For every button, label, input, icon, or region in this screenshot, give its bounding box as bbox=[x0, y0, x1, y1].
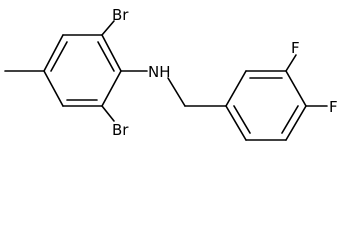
bond-ring1-d bbox=[43, 70, 64, 107]
bond-ring2-c bbox=[285, 70, 307, 107]
bonds bbox=[4, 20, 328, 141]
bond-nh-ch2 bbox=[167, 77, 186, 107]
bond-br-top bbox=[101, 20, 115, 36]
bond-ring2-a bbox=[225, 70, 247, 107]
bond-ring2-f bbox=[225, 105, 247, 141]
molecule-structure: Br Br NH F F bbox=[4, 6, 338, 141]
bond-ring2-double-3 bbox=[233, 105, 251, 134]
bond-ring2-d bbox=[285, 105, 307, 141]
atom-f-top: F bbox=[291, 39, 300, 57]
atom-labels: Br Br NH F F bbox=[112, 6, 338, 139]
bond-ring1-double-3 bbox=[50, 41, 68, 72]
atom-br-bottom: Br bbox=[112, 121, 129, 139]
bond-f-top bbox=[285, 54, 297, 72]
bond-ring1-a bbox=[101, 34, 122, 72]
atom-nh: NH bbox=[148, 63, 171, 81]
bond-ring2-double-2 bbox=[281, 105, 299, 134]
bond-ring1-b bbox=[101, 70, 122, 107]
bond-ring1-double-1 bbox=[97, 41, 115, 72]
atom-f-right: F bbox=[329, 98, 338, 116]
bond-ring1-e bbox=[43, 34, 64, 72]
atom-br-top: Br bbox=[112, 6, 129, 24]
bond-br-bottom bbox=[101, 105, 115, 122]
